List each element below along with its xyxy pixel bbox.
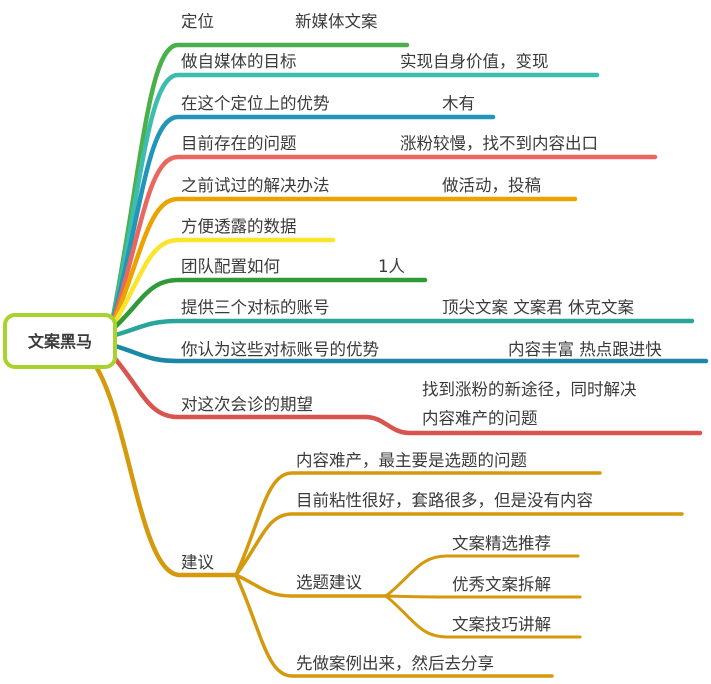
branch-label: 在这个定位上的优势 [181, 94, 330, 113]
branch-advice[interactable]: 建议 内容难产，最主要是选题的问题 目前粘性很好，套路很多，但是没有内容 选题建… [181, 451, 593, 673]
branch-value-line-1: 找到涨粉的新途径，同时解决 [422, 380, 637, 399]
branch-value-line-2: 内容难产的问题 [422, 409, 538, 428]
branch-5[interactable]: 之前试过的解决办法 做活动，投稿 [181, 176, 541, 195]
topic-child-line [384, 554, 580, 598]
branch-6[interactable]: 方便透露的数据 [181, 217, 297, 236]
branch-line [109, 277, 428, 333]
branch-label: 对这次会诊的期望 [181, 395, 313, 414]
branch-label: 做自媒体的目标 [181, 52, 297, 71]
branch-label: 提供三个对标的账号 [181, 298, 330, 317]
advice-child-line [234, 512, 684, 577]
advice-line [92, 362, 239, 578]
branch-value: 涨粉较慢，找不到内容出口 [400, 133, 598, 153]
topic-item-2[interactable]: 优秀文案拆解 [452, 575, 551, 594]
advice-item-1[interactable]: 内容难产，最主要是选题的问题 [296, 451, 527, 470]
branch-line [109, 114, 496, 327]
branch-value: 做活动，投稿 [442, 176, 541, 195]
topic-item-3[interactable]: 文案技巧讲解 [452, 615, 551, 634]
branch-label: 之前试过的解决办法 [181, 176, 330, 195]
branch-2[interactable]: 做自媒体的目标 实现自身价值，变现 [181, 52, 549, 71]
branch-line [109, 318, 695, 339]
branch-label: 你认为这些对标账号的优势 [181, 340, 379, 359]
branch-line [109, 237, 336, 330]
advice-child-line [234, 573, 388, 598]
branch-value: 内容丰富 热点跟进快 [508, 340, 662, 359]
connector-lines [92, 42, 709, 678]
topic-child-line [384, 594, 582, 639]
branch-line [109, 154, 658, 328]
advice-item-topic[interactable]: 选题建议 [296, 573, 363, 592]
branch-line [109, 352, 703, 436]
topic-item-1[interactable]: 文案精选推荐 [452, 534, 551, 553]
root-label: 文案黑马 [28, 332, 92, 351]
branch-4[interactable]: 目前存在的问题 涨粉较慢，找不到内容出口 [181, 133, 598, 153]
advice-child-line [234, 573, 554, 678]
branch-7[interactable]: 团队配置如何 1人 [181, 257, 405, 276]
topic-child-line [384, 594, 582, 599]
branch-label: 团队配置如何 [181, 257, 280, 276]
branch-value: 木有 [442, 94, 475, 113]
root-node[interactable]: 文案黑马 [3, 313, 117, 369]
advice-item-4[interactable]: 先做案例出来，然后去分享 [296, 654, 494, 673]
branch-label: 方便透露的数据 [181, 217, 297, 236]
branch-value: 实现自身价值，变现 [400, 52, 549, 71]
branch-value: 1人 [378, 257, 405, 276]
branch-value: 新媒体文案 [295, 12, 378, 31]
advice-label: 建议 [181, 553, 215, 572]
branch-label: 定位 [181, 12, 214, 31]
advice-item-2[interactable]: 目前粘性很好，套路很多，但是没有内容 [296, 491, 593, 510]
branch-label: 目前存在的问题 [181, 134, 297, 153]
branch-line [109, 196, 578, 329]
branch-value: 顶尖文案 文案君 休克文案 [442, 298, 634, 317]
branch-8[interactable]: 提供三个对标的账号 顶尖文案 文案君 休克文案 [181, 298, 634, 317]
branch-9[interactable]: 你认为这些对标账号的优势 内容丰富 热点跟进快 [181, 340, 662, 359]
branch-10[interactable]: 对这次会诊的期望 找到涨粉的新途径，同时解决 内容难产的问题 [181, 380, 637, 428]
branch-line [109, 342, 709, 364]
advice-child-line [234, 471, 602, 577]
branch-3[interactable]: 在这个定位上的优势 木有 [181, 94, 475, 113]
branch-1[interactable]: 定位 新媒体文案 [181, 12, 378, 31]
